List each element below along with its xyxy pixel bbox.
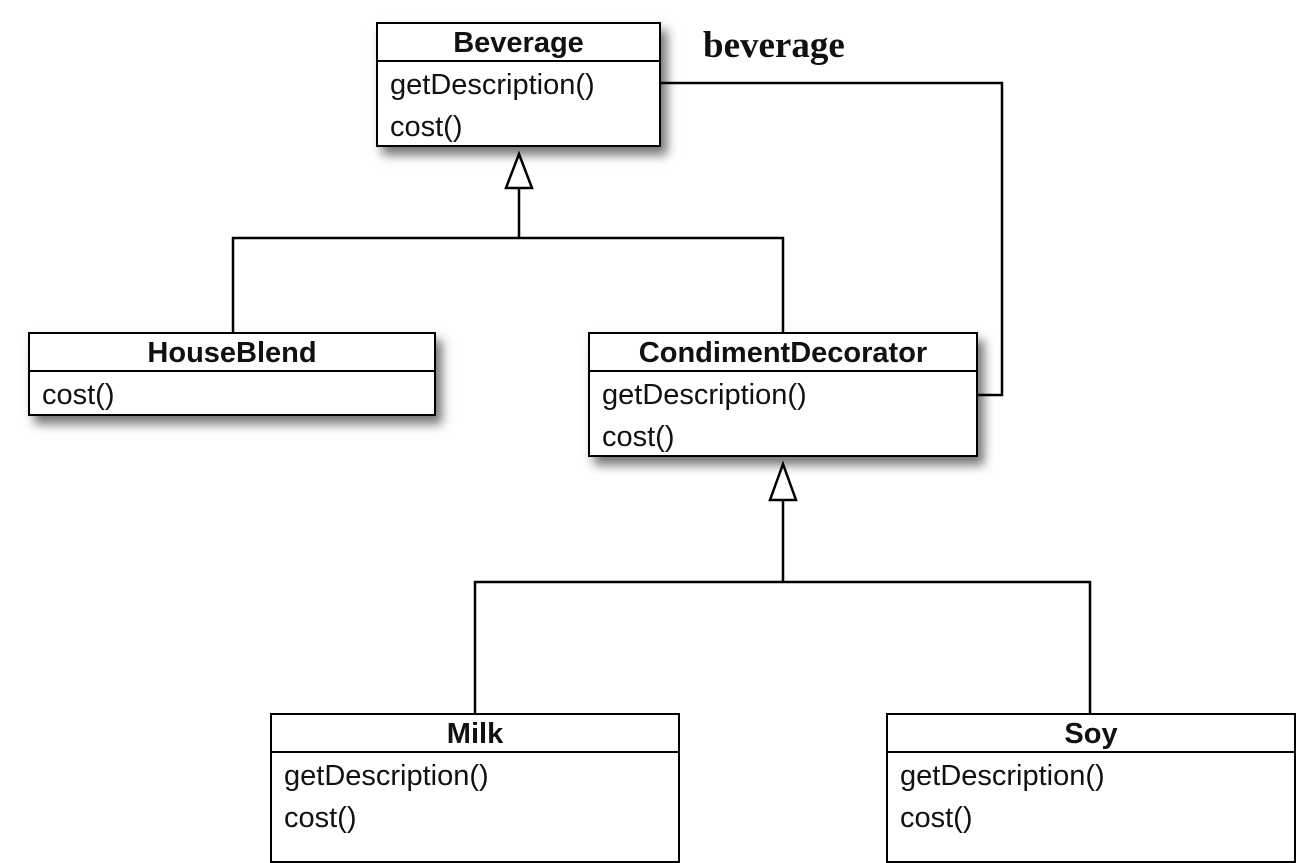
method-list: getDescription() cost() [272, 753, 678, 839]
method-cost: cost() [900, 802, 973, 834]
method-list: cost() [30, 372, 434, 416]
class-name: HouseBlend [30, 334, 434, 372]
association-line-beverage [660, 81, 1004, 397]
inheritance-arrowhead-condiment [768, 460, 798, 502]
inheritance-line-beverage [231, 236, 785, 333]
method-get-description: getDescription() [284, 760, 489, 792]
method-list: getDescription() cost() [888, 753, 1294, 839]
class-name: Soy [888, 715, 1294, 753]
method-get-description: getDescription() [602, 379, 807, 411]
method-list: getDescription() cost() [378, 62, 659, 148]
method-cost: cost() [42, 379, 115, 411]
method-cost: cost() [602, 421, 675, 453]
class-name: Milk [272, 715, 678, 753]
inheritance-line-condiment [473, 580, 1092, 714]
class-milk[interactable]: Milk getDescription() cost() [270, 713, 680, 863]
method-cost: cost() [284, 802, 357, 834]
method-get-description: getDescription() [390, 69, 595, 101]
association-label: beverage [703, 25, 845, 66]
method-cost: cost() [390, 111, 463, 143]
class-soy[interactable]: Soy getDescription() cost() [886, 713, 1296, 863]
class-condiment-decorator[interactable]: CondimentDecorator getDescription() cost… [588, 332, 978, 457]
class-name: CondimentDecorator [590, 334, 976, 372]
class-beverage[interactable]: Beverage getDescription() cost() [376, 22, 661, 147]
method-get-description: getDescription() [900, 760, 1105, 792]
method-list: getDescription() cost() [590, 372, 976, 458]
class-house-blend[interactable]: HouseBlend cost() [28, 332, 436, 416]
class-name: Beverage [378, 24, 659, 62]
inheritance-arrowhead-beverage [504, 150, 534, 190]
